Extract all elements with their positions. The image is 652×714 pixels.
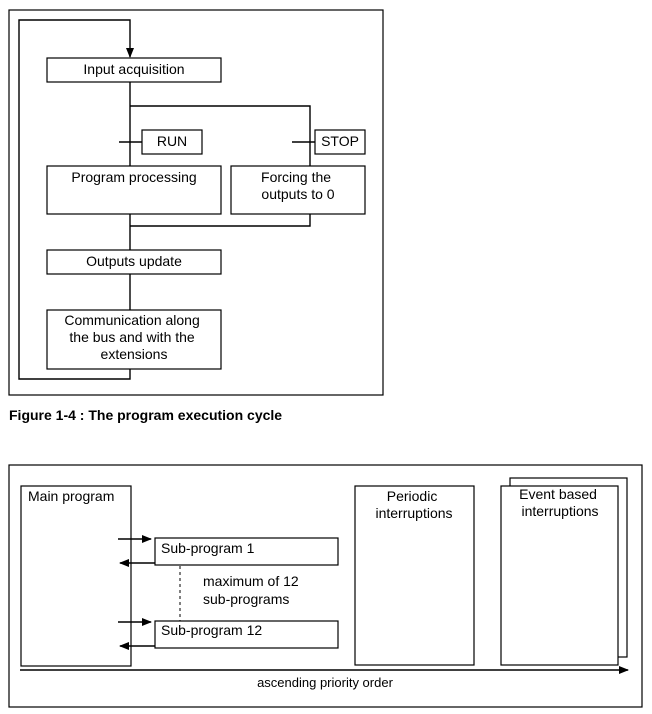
communication-line-1: Communication along bbox=[64, 312, 199, 328]
maximum-note: maximum of 12 sub-programs bbox=[203, 573, 303, 607]
input-acquisition-label: Input acquisition bbox=[83, 61, 184, 77]
event-interruptions-line-2: interruptions bbox=[521, 503, 598, 519]
figure-caption: Figure 1-4 : The program execution cycle bbox=[9, 407, 282, 423]
forcing-outputs-box bbox=[230, 165, 366, 215]
priority-axis-label: ascending priority order bbox=[257, 675, 394, 690]
forcing-outputs-label: Forcing the outputs to 0 bbox=[261, 169, 335, 202]
priority-figure: Main program Sub-program 1 maximum of 12… bbox=[8, 464, 643, 708]
periodic-interruptions-label: Periodic interruptions bbox=[375, 488, 452, 521]
event-interruptions-box bbox=[500, 485, 619, 666]
forcing-outputs-line-1: Forcing the bbox=[261, 169, 331, 185]
run-label: RUN bbox=[157, 133, 187, 149]
outputs-update-box bbox=[46, 249, 222, 275]
stop-label-box bbox=[314, 129, 366, 155]
periodic-interruptions-line-1: Periodic bbox=[387, 488, 438, 504]
run-label-box bbox=[141, 129, 203, 155]
periodic-interruptions-box bbox=[354, 485, 475, 666]
outputs-update-label: Outputs update bbox=[86, 253, 182, 269]
sub-program-12-label: Sub-program 12 bbox=[161, 622, 262, 638]
maximum-note-line-2: sub-programs bbox=[203, 591, 289, 607]
main-program-box bbox=[20, 485, 132, 667]
communication-label: Communication along the bus and with the… bbox=[64, 312, 203, 362]
stop-label: STOP bbox=[321, 133, 359, 149]
main-program-label: Main program bbox=[28, 488, 114, 504]
execution-cycle-figure: Input acquisition RUN STOP Program proce… bbox=[8, 9, 384, 396]
priority-frame bbox=[8, 464, 643, 708]
input-acquisition-box bbox=[46, 57, 222, 83]
forcing-outputs-line-2: outputs to 0 bbox=[261, 186, 334, 202]
cycle-loop-line bbox=[18, 19, 134, 380]
event-interruptions-line-1: Event based bbox=[519, 486, 597, 502]
periodic-interruptions-line-2: interruptions bbox=[375, 505, 452, 521]
maximum-note-line-1: maximum of 12 bbox=[203, 573, 299, 589]
sub-program-1-label: Sub-program 1 bbox=[161, 540, 255, 556]
stop-branch-line bbox=[130, 105, 311, 166]
communication-line-2: the bus and with the bbox=[69, 329, 195, 345]
sub-program-1-box bbox=[154, 537, 339, 566]
sub-program-12-box bbox=[154, 620, 339, 649]
execution-cycle-frame bbox=[8, 9, 384, 396]
program-processing-box bbox=[46, 165, 222, 215]
program-processing-label: Program processing bbox=[71, 169, 196, 185]
communication-line-3: extensions bbox=[101, 346, 168, 362]
event-interruptions-label: Event based interruptions bbox=[519, 486, 601, 519]
communication-box bbox=[46, 309, 222, 370]
merge-line bbox=[130, 214, 311, 227]
